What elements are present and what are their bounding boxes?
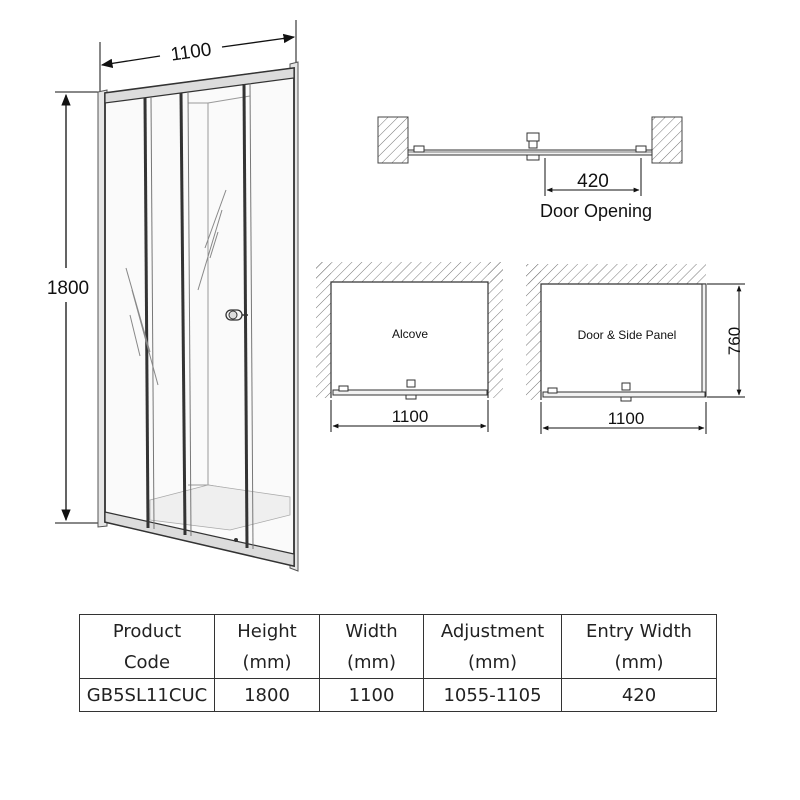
header-line: Adjustment: [440, 620, 545, 642]
side-panel-depth-label: 760: [725, 327, 744, 355]
left-wall-hatch: [377, 116, 409, 164]
header-line: Width: [345, 620, 398, 642]
header-line: Code: [123, 651, 171, 673]
side-panel-glass: [701, 283, 707, 398]
panel-divider-1: [143, 97, 150, 529]
handle-plan-icon: [526, 132, 540, 161]
alcove-handle-icon: [405, 379, 417, 400]
cell-product-code: GB5SL11CUC: [79, 678, 215, 712]
side-panel-label: Door & Side Panel: [578, 328, 677, 342]
header-product-code: Product Code: [79, 614, 215, 679]
header-line: Product: [112, 620, 182, 642]
door-opening-value: 420: [577, 171, 609, 192]
header-line: Height: [237, 620, 297, 642]
panel-divider-2: [179, 92, 187, 536]
front-view-enclosure: 1100 1800: [47, 20, 299, 572]
header-line: (mm): [467, 651, 518, 673]
alcove-walls: [330, 281, 489, 398]
glass-reflections: [125, 189, 227, 386]
right-wall-hatch: [651, 116, 683, 164]
spec-table: Product Code Height (mm) Width (mm) Adju…: [79, 614, 717, 712]
header-entry-width: Entry Width (mm): [561, 614, 717, 679]
header-line: (mm): [346, 651, 397, 673]
door-guide: [234, 538, 238, 542]
alcove-width-label: 1100: [392, 407, 429, 426]
side-panel-handle-icon: [620, 382, 632, 402]
door-opening-caption: Door Opening: [540, 201, 652, 221]
alcove-plan: Alcove 1100: [316, 262, 503, 432]
alcove-label: Alcove: [392, 327, 428, 341]
header-height: Height (mm): [214, 614, 320, 679]
header-adjustment: Adjustment (mm): [423, 614, 562, 679]
header-width: Width (mm): [319, 614, 424, 679]
cell-adjustment: 1055-1105: [423, 678, 562, 712]
height-dimension-label: 1800: [47, 278, 89, 299]
side-panel-walls: [540, 283, 706, 400]
header-line: (mm): [614, 651, 664, 673]
side-panel-width-label: 1100: [608, 409, 645, 428]
top-rail: [104, 67, 295, 104]
cell-entry-width: 420: [561, 678, 717, 712]
spec-table-header-row: Product Code Height (mm) Width (mm) Adju…: [79, 614, 717, 679]
cell-width: 1100: [319, 678, 424, 712]
header-line: Entry Width: [586, 620, 692, 642]
bottom-rail: [104, 511, 295, 567]
door-opening-plan: 420 Door Opening: [377, 116, 683, 221]
width-dimension-line-left: [100, 55, 161, 69]
side-panel-plan: Door & Side Panel 1100 760: [526, 264, 745, 434]
cell-height: 1800: [214, 678, 320, 712]
door-handle-icon: [225, 309, 248, 321]
shower-diagram: 1100 1800: [47, 20, 745, 572]
width-dimension-line-right: [221, 33, 296, 48]
width-dimension-label: 1100: [169, 39, 212, 65]
header-line: (mm): [242, 651, 292, 673]
panel-divider-3: [242, 83, 249, 549]
table-row: GB5SL11CUC 1800 1100 1055-1105 420: [79, 678, 717, 712]
back-wall-lines: [188, 102, 209, 486]
